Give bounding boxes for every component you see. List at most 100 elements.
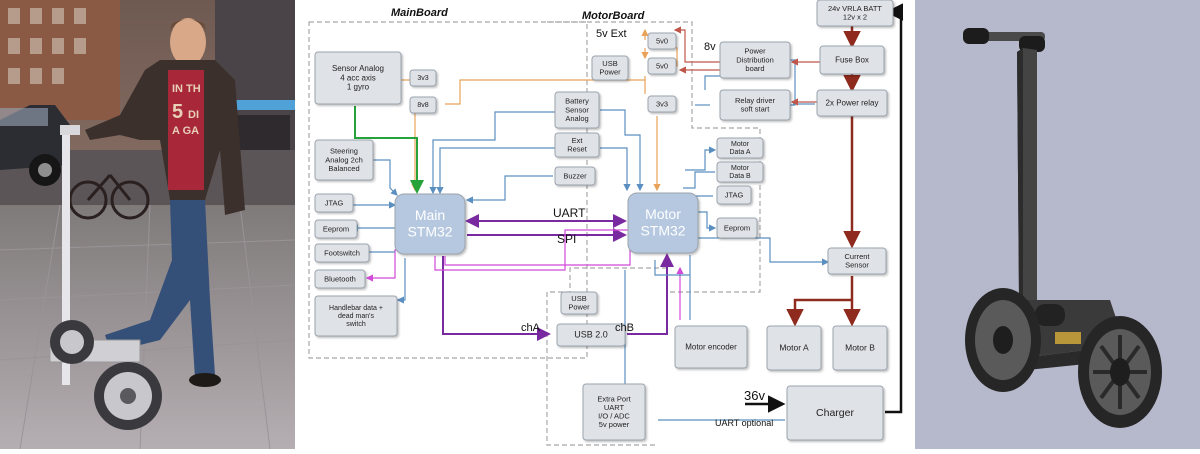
block-label: STM32 [407, 223, 452, 239]
block-footswitch: Footswitch [314, 243, 370, 263]
block-box [816, 89, 888, 117]
block-box [716, 137, 764, 159]
block-label: Sensor [845, 261, 869, 270]
block-label: Footswitch [324, 248, 360, 257]
block-label: Current [844, 252, 870, 261]
block-box [716, 161, 764, 183]
block-label: Distribution [736, 55, 774, 64]
block-label: Power [744, 47, 766, 56]
block-label: Analog 2ch [325, 155, 363, 164]
block-box [816, 0, 894, 27]
block-box [819, 45, 885, 75]
v36-label: 36v [744, 388, 765, 403]
block-label: Charger [816, 407, 854, 419]
wheel-right [1078, 316, 1162, 428]
block-charger: Charger [786, 385, 884, 441]
diagram-canvas: MainBoard MotorBoard [308, 0, 903, 446]
mainboard-outline [308, 21, 588, 359]
block-label: 4 acc axis [340, 73, 376, 82]
block-v3-motor: 3v3 [647, 95, 677, 113]
chb-label: chB [615, 322, 634, 334]
block-motor-b: Motor B [832, 325, 888, 371]
block-label: USB 2.0 [574, 330, 608, 340]
block-label: Motor [731, 165, 750, 172]
block-box [786, 385, 884, 441]
wheel-left [965, 288, 1041, 392]
block-v3-main: 3v3 [409, 69, 437, 87]
block-box [554, 132, 600, 158]
block-label: Ext [572, 136, 584, 145]
block-label: Sensor Analog [332, 64, 384, 73]
block-eeprom-main: Eeprom [314, 219, 358, 239]
block-label: Eeprom [323, 224, 349, 233]
parked-car [0, 105, 70, 186]
block-label: Power [568, 303, 590, 312]
block-label: Extra Port [597, 394, 631, 403]
block-bluetooth: Bluetooth [314, 269, 366, 289]
block-label: 3v3 [417, 75, 428, 82]
block-label: JTAG [725, 190, 744, 199]
block-label: I/O / ADC [598, 412, 630, 421]
block-box [554, 166, 596, 186]
block-label: 8v8 [417, 102, 428, 109]
block-label: switch [346, 321, 366, 328]
block-label: Bluetooth [324, 274, 356, 283]
block-label: Motor encoder [685, 342, 737, 351]
block-fuse-box: Fuse Box [819, 45, 885, 75]
handlebar [963, 28, 1045, 52]
block-label: Motor [731, 141, 750, 148]
block-label: Sensor [565, 105, 589, 114]
block-box [314, 219, 358, 239]
block-label: Motor A [779, 343, 809, 353]
block-box [719, 41, 791, 79]
block-label: JTAG [325, 198, 344, 207]
block-label: Analog [565, 114, 588, 123]
block-jtag-motor: JTAG [716, 185, 752, 205]
block-box [314, 269, 366, 289]
spi-label: SPI [557, 232, 576, 246]
block-jtag-main: JTAG [314, 193, 354, 213]
block-box [554, 91, 600, 129]
block-diagram: MainBoard MotorBoard [295, 0, 915, 449]
cad-illustration [915, 0, 1200, 449]
block-box [560, 291, 598, 315]
block-label: Steering [330, 147, 358, 156]
connections [350, 3, 903, 421]
block-label: Battery [565, 97, 589, 106]
block-v5-a: 5v0 [647, 32, 677, 50]
wire-labels: 5v Ext 8v UART SPI chA chB 36v UART opti… [521, 28, 773, 428]
block-label: 2x Power relay [826, 98, 879, 107]
block-label: dead man's [338, 313, 374, 320]
charge-lines [745, 3, 903, 414]
block-box [719, 89, 791, 121]
block-label: 5v0 [656, 61, 668, 70]
heavy-power-lines [786, 26, 861, 327]
block-label: soft start [741, 105, 771, 114]
block-box [314, 139, 374, 181]
block-v8-main: 8v8 [409, 96, 437, 114]
block-motor-encoder: Motor encoder [674, 325, 748, 369]
block-box [647, 95, 677, 113]
block-label: Eeprom [724, 223, 750, 232]
distribution-lines [673, 26, 820, 106]
block-box [394, 193, 466, 255]
scooter [49, 125, 162, 430]
block-power-relay: 2x Power relay [816, 89, 888, 117]
block-box [674, 325, 748, 369]
block-label: Data B [729, 173, 751, 180]
block-label: Power [599, 68, 621, 77]
block-usb20: USB 2.0 [556, 323, 626, 347]
block-label: Relay driver [735, 96, 776, 105]
block-box [766, 325, 822, 371]
v8-label: 8v [704, 41, 716, 53]
block-box [409, 96, 437, 114]
